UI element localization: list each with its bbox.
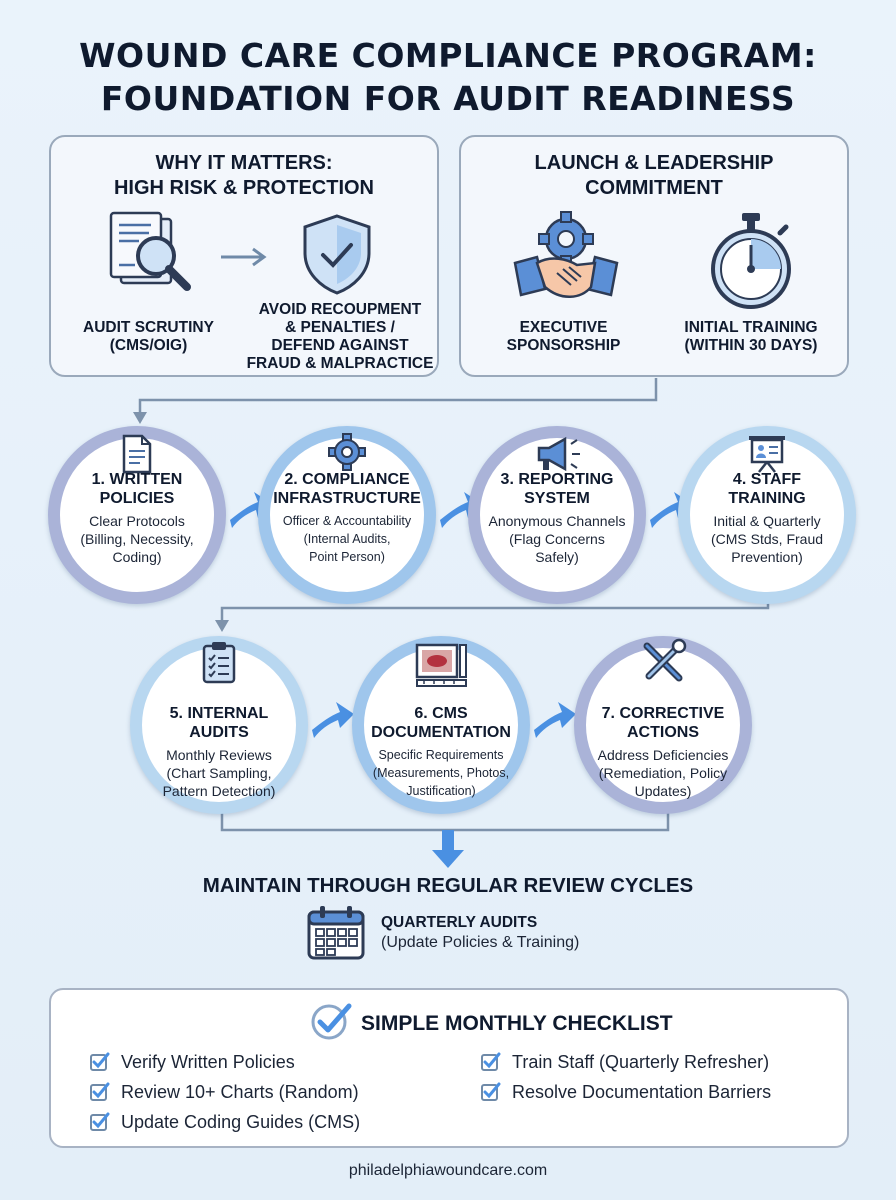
checkbox-icon[interactable] bbox=[89, 1051, 111, 1073]
shield-check-icon bbox=[303, 214, 371, 295]
gear-icon bbox=[328, 433, 366, 471]
checkbox-icon[interactable] bbox=[480, 1051, 502, 1073]
wound-photo-icon bbox=[415, 643, 467, 687]
monthly-checklist-panel: SIMPLE MONTHLY CHECKLIST Verify Written … bbox=[49, 988, 849, 1148]
step-6-cms-documentation: 6. CMS DOCUMENTATION Specific Requiremen… bbox=[352, 636, 530, 814]
calendar-icon bbox=[307, 906, 365, 960]
launch-heading: LAUNCH & LEADERSHIP COMMITMENT bbox=[534, 152, 774, 199]
title-line-2: FOUNDATION FOR AUDIT READINESS bbox=[100, 79, 796, 118]
clipboard-icon bbox=[202, 642, 236, 684]
step-5-internal-audits: 5. INTERNAL AUDITS Monthly Reviews (Char… bbox=[130, 636, 308, 814]
why-heading: WHY IT MATTERS: HIGH RISK & PROTECTION bbox=[113, 152, 374, 199]
quarterly-audits-desc: (Update Policies & Training) bbox=[381, 934, 580, 951]
why-it-matters-panel: WHY IT MATTERS: HIGH RISK & PROTECTION A… bbox=[49, 135, 439, 377]
handshake-gear-icon bbox=[513, 211, 619, 298]
checklist-item: Train Staff (Quarterly Refresher) bbox=[512, 1052, 770, 1072]
checklist-item: Resolve Documentation Barriers bbox=[512, 1082, 772, 1102]
checklist-item: Verify Written Policies bbox=[121, 1052, 295, 1072]
presentation-icon bbox=[749, 436, 785, 473]
step-7-corrective-actions: 7. CORRECTIVE ACTIONS Address Deficienci… bbox=[574, 636, 752, 814]
tools-icon bbox=[643, 638, 687, 682]
title-line-1: WOUND CARE COMPLIANCE PROGRAM: bbox=[79, 36, 817, 75]
checkbox-icon[interactable] bbox=[89, 1111, 111, 1133]
megaphone-icon bbox=[537, 436, 580, 472]
check-circle-icon bbox=[311, 1003, 352, 1040]
document-icon bbox=[122, 434, 152, 474]
page-title: WOUND CARE COMPLIANCE PROGRAM: FOUNDATIO… bbox=[0, 34, 896, 120]
maintain-heading: MAINTAIN THROUGH REGULAR REVIEW CYCLES bbox=[202, 874, 694, 897]
checkbox-icon[interactable] bbox=[480, 1081, 502, 1103]
checklist-item: Update Coding Guides (CMS) bbox=[121, 1112, 361, 1132]
stopwatch-icon bbox=[711, 213, 791, 309]
avoid-recoupment-caption: AVOID RECOUPMENT & PENALTIES / DEFEND AG… bbox=[246, 301, 434, 372]
quarterly-audits-title: QUARTERLY AUDITS bbox=[381, 914, 538, 931]
arrow-right-icon bbox=[221, 247, 267, 267]
audit-document-magnifier-icon bbox=[109, 211, 191, 291]
audit-scrutiny-caption: AUDIT SCRUTINY (CMS/OIG) bbox=[83, 319, 214, 354]
footer-url[interactable]: philadelphiawoundcare.com bbox=[348, 1162, 548, 1179]
executive-sponsorship-caption: EXECUTIVE SPONSORSHIP bbox=[506, 319, 621, 354]
checklist-title: SIMPLE MONTHLY CHECKLIST bbox=[361, 1012, 673, 1035]
checkbox-icon[interactable] bbox=[89, 1081, 111, 1103]
step-4-staff-training: 4. STAFF TRAINING Initial & Quarterly (C… bbox=[678, 426, 856, 604]
step-1-written-policies: 1. WRITTEN POLICIES Clear Protocols (Bil… bbox=[48, 426, 226, 604]
initial-training-caption: INITIAL TRAINING (WITHIN 30 DAYS) bbox=[684, 319, 818, 354]
checklist-item: Review 10+ Charts (Random) bbox=[121, 1082, 359, 1102]
step-3-reporting-system: 3. REPORTING SYSTEM Anonymous Channels (… bbox=[468, 426, 646, 604]
step-2-compliance-infrastructure: 2. COMPLIANCE INFRASTRUCTURE Officer & A… bbox=[258, 426, 436, 604]
launch-leadership-panel: LAUNCH & LEADERSHIP COMMITMENT EXECUTIVE… bbox=[459, 135, 849, 377]
